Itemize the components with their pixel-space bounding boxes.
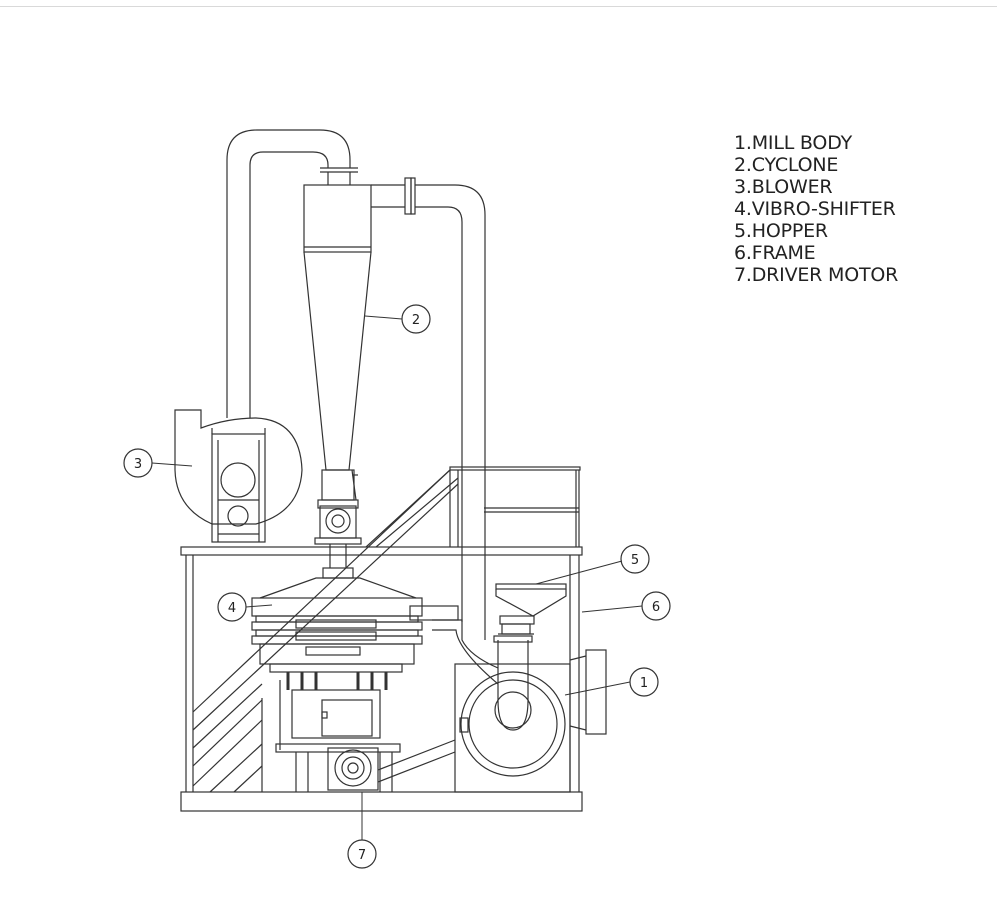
balloon-label-1: 1 xyxy=(640,676,648,691)
balloon-7: 7 xyxy=(347,839,377,869)
balloon-5: 5 xyxy=(620,544,650,574)
balloon-1: 1 xyxy=(629,667,659,697)
legend-item-vibro-shifter: 4.VIBRO-SHIFTER xyxy=(734,198,896,220)
top-border-line xyxy=(0,6,997,7)
vibro-shifter xyxy=(251,567,423,792)
mill-body xyxy=(409,605,607,793)
legend-item-cyclone: 2.CYCLONE xyxy=(734,154,839,176)
legend-item-blower: 3.BLOWER xyxy=(734,176,833,198)
balloon-label-4: 4 xyxy=(228,601,236,616)
hopper xyxy=(495,583,567,635)
balloon-6: 6 xyxy=(641,591,671,621)
balloon-label-7: 7 xyxy=(358,848,366,863)
balloon-2: 2 xyxy=(401,304,431,334)
legend-item-frame: 6.FRAME xyxy=(734,242,816,264)
parts-legend: 1.MILL BODY 2.CYCLONE 3.BLOWER 4.VIBRO-S… xyxy=(734,132,898,286)
legend-item-hopper: 5.HOPPER xyxy=(734,220,828,242)
callouts xyxy=(151,315,643,840)
legend-item-driver-motor: 7.DRIVER MOTOR xyxy=(734,264,899,286)
driver-motor xyxy=(327,739,456,791)
legend-item-mill-body: 1.MILL BODY xyxy=(734,132,852,154)
blower xyxy=(174,409,303,543)
balloon-4: 4 xyxy=(217,592,247,622)
balloon-label-3: 3 xyxy=(134,457,142,472)
ducting xyxy=(226,129,486,640)
cyclone xyxy=(303,184,372,568)
balloon-label-2: 2 xyxy=(412,313,420,328)
balloon-label-6: 6 xyxy=(652,600,660,615)
balloon-label-5: 5 xyxy=(631,553,639,568)
balloon-3: 3 xyxy=(123,448,153,478)
frame xyxy=(180,466,583,812)
